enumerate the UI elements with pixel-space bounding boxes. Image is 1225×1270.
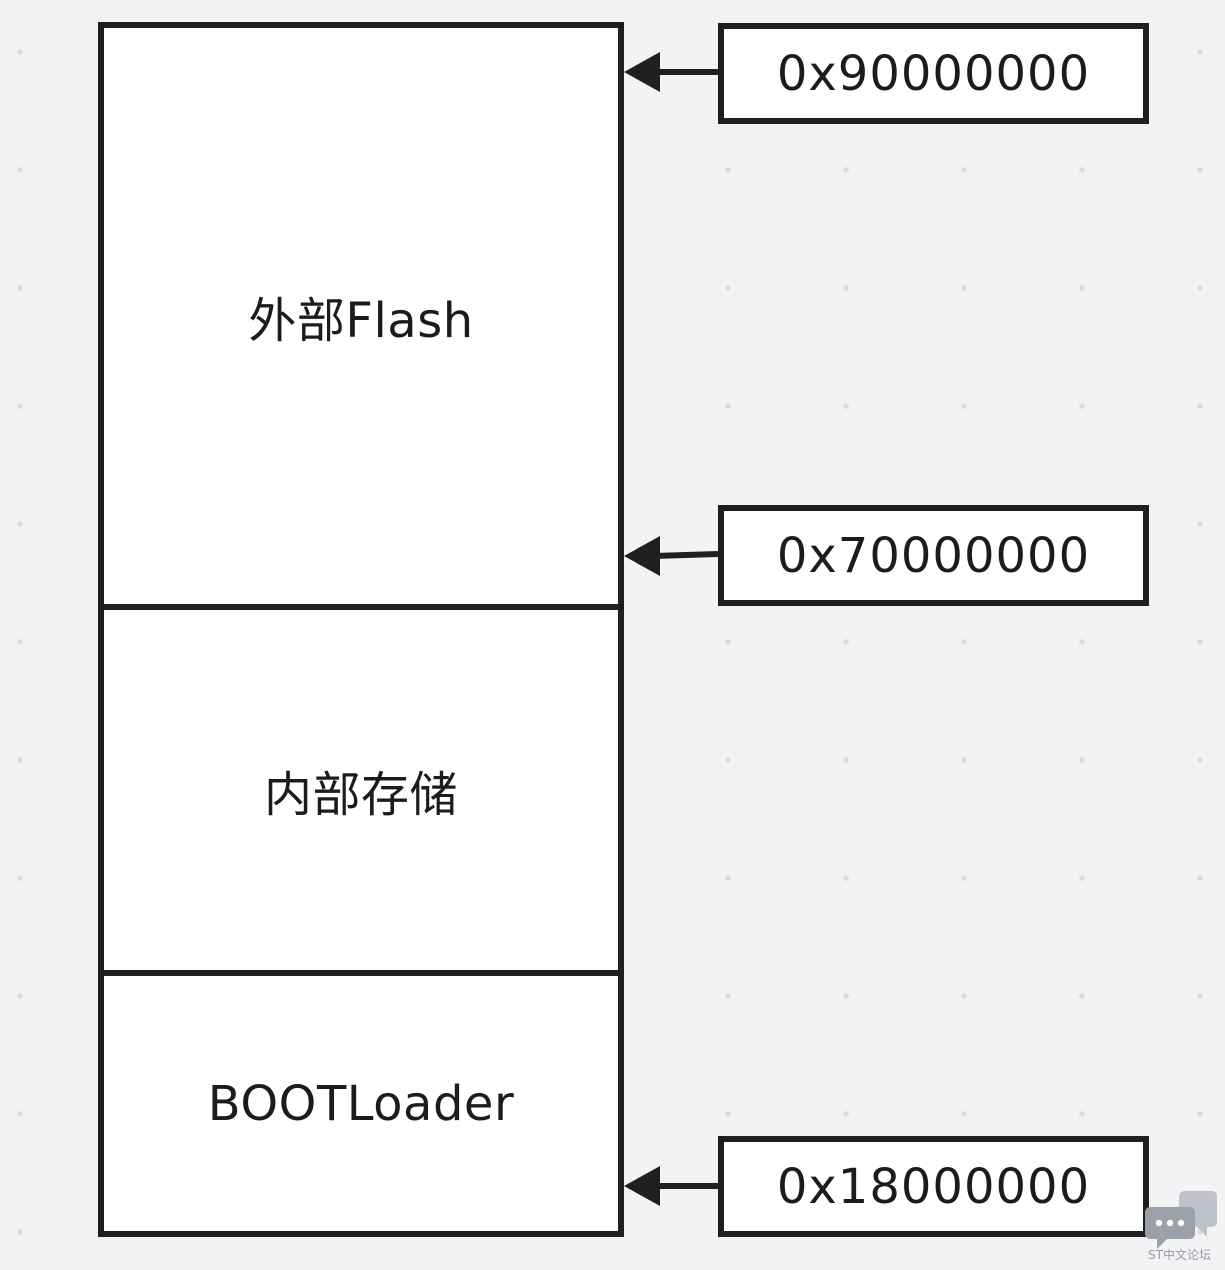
address-box-bottom: 0x18000000 xyxy=(718,1136,1149,1237)
address-label: 0x18000000 xyxy=(776,1158,1091,1215)
address-label: 0x70000000 xyxy=(776,527,1091,584)
address-label: 0x90000000 xyxy=(776,45,1091,102)
external-flash-block: 外部Flash xyxy=(98,22,624,610)
address-box-top: 0x90000000 xyxy=(718,23,1149,124)
watermark-text: ST中文论坛 xyxy=(1148,1248,1211,1262)
arrow-left-icon xyxy=(624,52,718,92)
internal-storage-block: 内部存储 xyxy=(98,604,624,976)
chat-bubbles-icon xyxy=(1145,1191,1217,1249)
internal-storage-label: 内部存储 xyxy=(263,767,458,823)
external-flash-label: 外部Flash xyxy=(248,293,474,349)
arrow-left-icon xyxy=(624,536,718,576)
arrow-left-icon xyxy=(624,1166,718,1206)
bootloader-label: BOOTLoader xyxy=(207,1075,515,1132)
bootloader-block: BOOTLoader xyxy=(98,970,624,1237)
address-box-middle: 0x70000000 xyxy=(718,505,1149,606)
